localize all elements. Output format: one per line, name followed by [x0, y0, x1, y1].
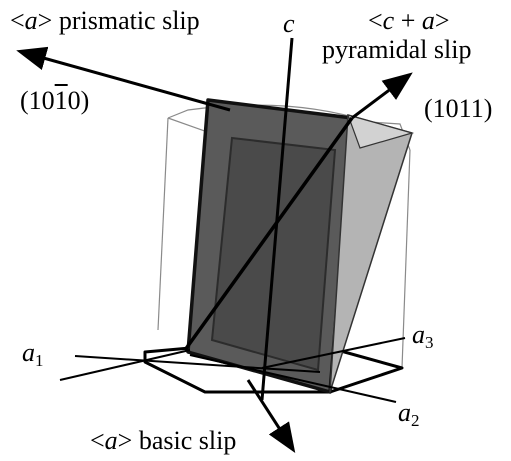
a1-axis [74, 355, 321, 373]
back-right-vertical-edge [401, 149, 411, 369]
a3-axis [261, 337, 406, 369]
subscript-2: 2 [411, 411, 420, 430]
bracket-close: > [434, 6, 450, 35]
c-axis-label: c [283, 9, 295, 38]
prismatic-slip-arrow [16, 46, 231, 112]
c-axis [260, 37, 294, 401]
bracket-open: < [10, 6, 25, 35]
back-left-vertical-edge [157, 117, 169, 331]
prismatic-slip-text: prismatic slip [52, 6, 200, 35]
prismatic-plane-index-label: (1010) [20, 88, 89, 114]
a3-axis-label: a3 [412, 320, 434, 352]
subscript-1: 1 [35, 351, 44, 370]
pyramidal-plane [329, 114, 415, 393]
index-k: 0 [41, 86, 55, 115]
pyramidal-diagonal [183, 116, 354, 352]
a-var: a [22, 338, 35, 367]
axes [59, 37, 406, 403]
bracket-open: < [368, 6, 383, 35]
paren-open: ( [20, 86, 29, 115]
prismatic-plane [186, 98, 354, 394]
basic-slip-text: basic slip [132, 426, 237, 455]
slip-arrows [16, 46, 413, 454]
index-l: 0 [67, 86, 81, 115]
a1-axis-tail [59, 349, 191, 381]
pyramidal-slip-label-line1: <c + a> [368, 8, 450, 34]
plus-sign: + [394, 6, 422, 35]
basic-slip-arrow [246, 379, 296, 454]
bracket-close: > [117, 426, 133, 455]
c-vector-var: c [382, 6, 395, 35]
a2-axis [189, 354, 397, 403]
paren-close: ) [80, 86, 90, 115]
a1-axis-label: a1 [22, 338, 44, 370]
index-i-bar: 1 [54, 86, 68, 115]
a-var: a [412, 320, 425, 349]
basic-slip-label: <a> basic slip [90, 428, 236, 454]
bracket-open: < [90, 426, 105, 455]
pyramidal-plane-index-label: (1011) [424, 94, 493, 123]
pyramidal-slip-arrow [351, 72, 413, 120]
a2-axis-label: a2 [398, 398, 420, 430]
pyramidal-slip-label-line2: pyramidal slip [322, 35, 472, 64]
bracket-close: > [37, 6, 53, 35]
a-vector-var: a [104, 426, 118, 455]
a-var: a [398, 398, 411, 427]
subscript-3: 3 [425, 333, 434, 352]
a-vector-var: a [24, 6, 38, 35]
a-vector-var: a [421, 6, 435, 35]
prismatic-slip-label: <a> prismatic slip [10, 8, 200, 34]
index-h: 1 [28, 86, 42, 115]
